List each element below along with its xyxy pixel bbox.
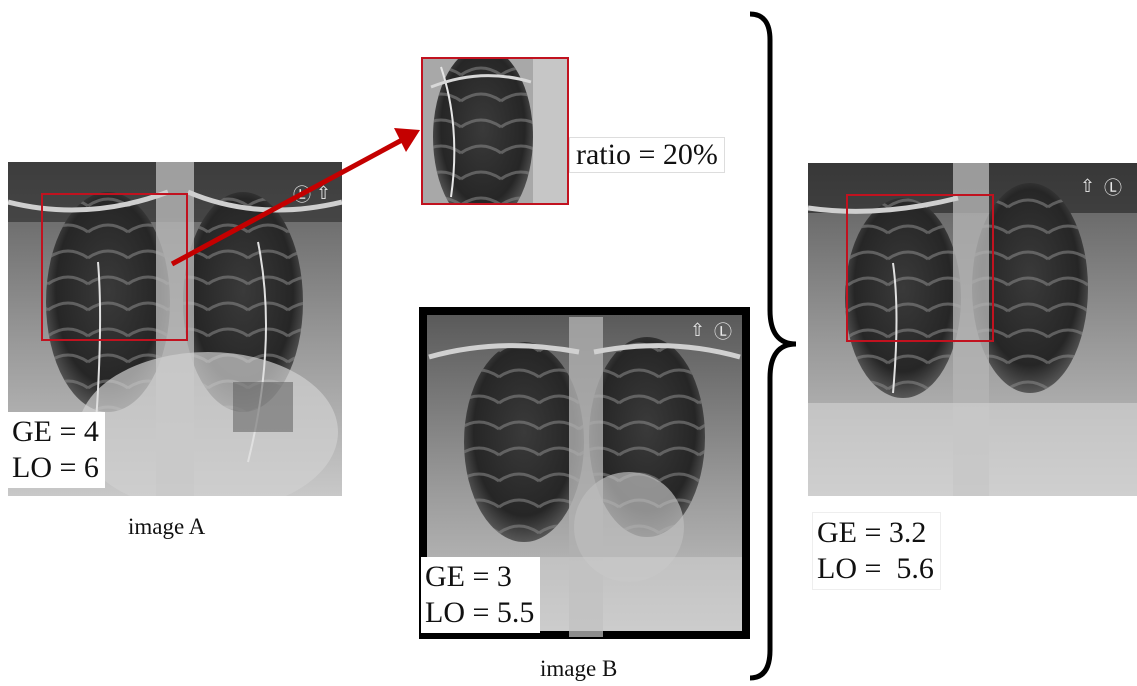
image-a-crop-region — [41, 193, 188, 341]
L-marker-icon-mixed: Ⓛ — [1104, 174, 1122, 200]
image-a-caption: image A — [128, 514, 205, 540]
crop-ratio: ratio = 20% — [569, 137, 725, 173]
image-a-scores: GE = 4 LO = 6 — [8, 412, 105, 488]
image-b-scores: GE = 3 LO = 5.5 — [421, 557, 540, 633]
image-b-ge: GE = 3 — [425, 559, 534, 595]
up-arrow-icon-mixed: ⇧ — [1080, 176, 1095, 197]
up-arrow-icon: ⇧ — [316, 183, 331, 204]
L-marker-icon: Ⓛ — [293, 181, 311, 207]
crop-patch-border — [421, 57, 569, 205]
combine-brace — [740, 10, 810, 686]
image-a-lo: LO = 6 — [12, 450, 99, 486]
image-b-caption: image B — [540, 656, 617, 682]
L-marker-icon-b: Ⓛ — [714, 318, 732, 344]
mixed-ge: GE = 3.2 — [817, 515, 934, 551]
up-arrow-icon-b: ⇧ — [690, 320, 705, 341]
mixed-scores: GE = 3.2 LO = 5.6 — [812, 512, 941, 590]
mixed-crop-region — [846, 194, 994, 342]
image-b-lo: LO = 5.5 — [425, 595, 534, 631]
image-a-ge: GE = 4 — [12, 414, 99, 450]
mixed-lo: LO = 5.6 — [817, 551, 934, 587]
